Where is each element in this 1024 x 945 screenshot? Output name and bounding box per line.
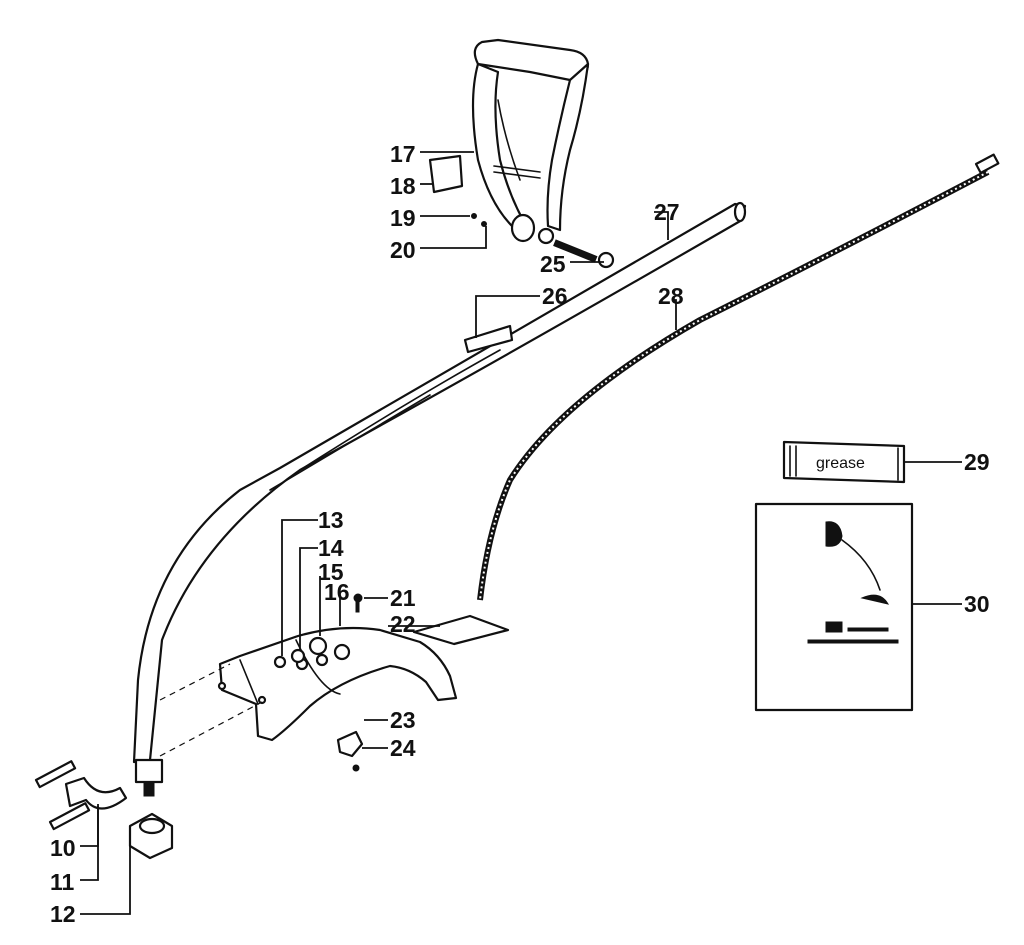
coupling-nut-part-12 xyxy=(128,812,174,860)
nut-part-20 xyxy=(481,221,487,227)
clip-part-23 xyxy=(336,730,364,758)
decal-part-18 xyxy=(428,154,464,194)
callout-13: 13 xyxy=(318,507,344,533)
bolt-part-25 xyxy=(553,239,615,269)
clamp-part-11 xyxy=(64,776,128,810)
bolt-part-10 xyxy=(34,760,91,831)
callout-18: 18 xyxy=(390,173,416,199)
callout-12: 12 xyxy=(50,901,76,927)
screw-part-21 xyxy=(353,593,363,613)
callout-14: 14 xyxy=(318,535,344,561)
callout-10: 10 xyxy=(50,835,76,861)
label-part-26 xyxy=(463,324,514,354)
grease-package-part-29 xyxy=(782,440,906,484)
handle-part-17 xyxy=(471,38,590,245)
callout-28: 28 xyxy=(658,283,684,309)
callout-15: 15 xyxy=(318,559,344,585)
callout-23: 23 xyxy=(390,707,416,733)
callout-22: 22 xyxy=(390,611,416,637)
leader-lines xyxy=(80,151,962,915)
screw-part-24 xyxy=(352,764,360,772)
callout-24: 24 xyxy=(390,735,416,761)
washer-part-13 xyxy=(273,655,287,669)
callout-25: 25 xyxy=(540,251,566,277)
callout-17: 17 xyxy=(390,141,416,167)
callout-16: 16 xyxy=(324,579,350,605)
callout-11: 11 xyxy=(50,869,75,895)
shield-part-16 xyxy=(217,626,458,742)
callout-21: 21 xyxy=(390,585,416,611)
nut-part-15 xyxy=(308,636,328,656)
callout-26: 26 xyxy=(542,283,568,309)
callout-29: 29 xyxy=(964,449,990,475)
lockwasher-part-14 xyxy=(290,648,306,664)
decal-part-22 xyxy=(412,614,510,646)
callout-20: 20 xyxy=(390,237,416,263)
flex-cable-part-28 xyxy=(477,153,1000,601)
shaft-housing-part-27 xyxy=(132,201,747,797)
manual-part-30 xyxy=(754,502,914,712)
grease-label: grease xyxy=(816,455,865,472)
callout-30: 30 xyxy=(964,591,990,617)
callout-19: 19 xyxy=(390,205,416,231)
screw-part-19 xyxy=(471,213,477,219)
callout-27: 27 xyxy=(654,199,680,225)
